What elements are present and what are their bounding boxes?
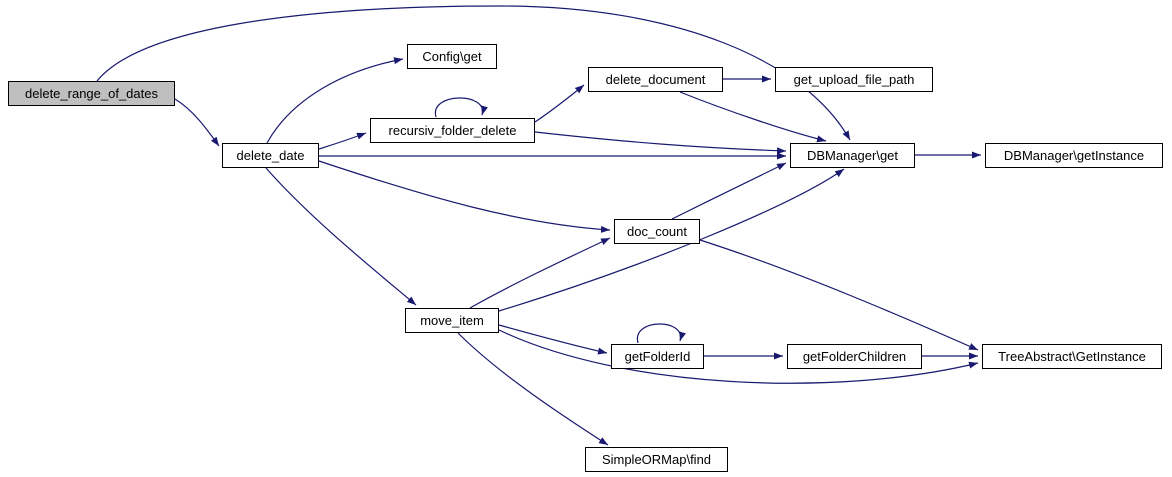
edge-recursiv_folder_delete-self xyxy=(435,97,488,118)
edge-delete_document-dbmanager_get xyxy=(679,91,827,143)
edge-move_item-treeabstract_getinstance xyxy=(498,329,979,384)
node-config-get[interactable]: Config\get xyxy=(407,44,497,69)
node-delete_range_of_dates: delete_range_of_dates xyxy=(8,81,175,106)
edge-delete_date-config_get xyxy=(266,57,404,144)
edge-delete_date-recursiv_folder_delete xyxy=(318,132,367,150)
node-delete-document[interactable]: delete_document xyxy=(588,67,723,92)
node-dbmanager-get[interactable]: DBManager\get xyxy=(790,143,915,168)
node-simpleormap-find[interactable]: SimpleORMap\find xyxy=(585,447,728,472)
edge-recursiv_folder_delete-delete_document xyxy=(534,84,585,123)
edge-doc_count-dbmanager_get xyxy=(671,162,787,220)
node-getfolderid[interactable]: getFolderId xyxy=(611,344,704,369)
edge-doc_count-treeabstract_getinstance xyxy=(699,239,979,351)
edge-move_item-simpleormap_find xyxy=(457,332,609,446)
node-move-item[interactable]: move_item xyxy=(405,308,499,333)
edge-delete_date-move_item xyxy=(265,167,417,306)
node-doc-count[interactable]: doc_count xyxy=(614,219,700,244)
node-treeabstract-getinstance[interactable]: TreeAbstract\GetInstance xyxy=(982,344,1162,369)
edge-getfolderid-self xyxy=(636,323,686,344)
edge-delete_range_of_dates-delete_date xyxy=(174,98,220,147)
node-delete-date[interactable]: delete_date xyxy=(222,143,319,168)
edge-delete_date-doc_count xyxy=(318,160,611,233)
node-recursiv-folder-delete[interactable]: recursiv_folder_delete xyxy=(370,118,535,143)
node-get-upload-file-path[interactable]: get_upload_file_path xyxy=(775,67,933,92)
edge-move_item-getfolderid xyxy=(498,324,608,355)
node-dbmanager-getinstance[interactable]: DBManager\getInstance xyxy=(985,143,1163,168)
edge-move_item-doc_count xyxy=(469,237,611,309)
edge-move_item-dbmanager_get xyxy=(498,168,845,312)
node-getfolderchildren[interactable]: getFolderChildren xyxy=(787,344,922,369)
edge-recursiv_folder_delete-dbmanager_get xyxy=(534,131,787,155)
